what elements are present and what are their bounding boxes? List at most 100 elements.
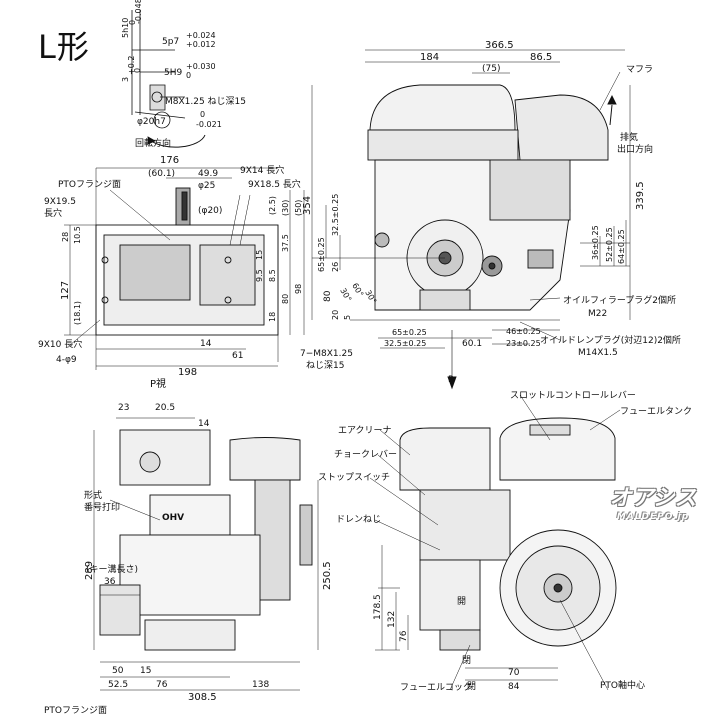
- pto-flange-label-bottom: PTOフランジ面: [44, 705, 107, 716]
- front-r-64: 64±0.25: [617, 229, 626, 264]
- v-30: (30): [281, 200, 290, 216]
- side-h-250-5: 250.5: [322, 561, 333, 590]
- right-h-132: 132: [387, 611, 397, 628]
- side-w-15: 15: [140, 666, 151, 676]
- keyway-h9-tol-bottom: 0: [186, 71, 191, 80]
- side-w-14: 14: [198, 419, 210, 429]
- bottom-60-1: 60.1: [462, 339, 482, 349]
- bolt-label: 7−M8X1.25: [300, 349, 353, 359]
- oil-drain-label: オイルドレンプラグ(対辺12)2個所: [540, 334, 681, 346]
- front-h-339-5: 339.5: [635, 181, 646, 210]
- v-18: 18: [268, 312, 277, 322]
- thread-label: M8X1.25 ねじ深15: [165, 96, 246, 107]
- ohv-mark: OHV: [162, 513, 184, 523]
- front-h-26: 26: [331, 262, 340, 272]
- side-view: [93, 417, 319, 691]
- drain-screw-label: ドレンねじ: [336, 514, 381, 525]
- hole-9x10: 9X10 長穴: [38, 338, 82, 350]
- muffler-label: マフラ: [626, 64, 653, 75]
- side-w-23: 23: [118, 403, 129, 413]
- keyway-h9: 5H9: [164, 68, 182, 78]
- right-w-84: 84: [508, 682, 520, 692]
- flange-61: 61: [232, 351, 243, 361]
- flange-view: [64, 167, 305, 370]
- brand-logo: オアシス MALDEPO.jp: [588, 480, 718, 522]
- model-plate-label-b: 番号打印: [84, 501, 120, 513]
- key-36: 36: [104, 577, 116, 587]
- hole-9x19-5: 9X19.5: [44, 197, 76, 207]
- offset-tol-bottom: 0: [133, 68, 142, 73]
- keyway-p7-tol-top: +0.024: [186, 31, 216, 40]
- side-view-labels: 23 20.5 14 形式 番号打印 (キー溝長さ) 36 289 250.5 …: [44, 403, 333, 716]
- v-18-1: (18.1): [73, 301, 82, 325]
- v-80: 80: [281, 294, 290, 304]
- shaft-dia-tol-top: 0: [200, 110, 205, 119]
- side-w-50: 50: [112, 666, 124, 676]
- brand-logo-jp: オアシス: [609, 486, 697, 511]
- stop-switch-label: ストップスイッチ: [318, 472, 390, 483]
- pto-flange-label-top: PTOフランジ面: [58, 179, 121, 190]
- fuel-cock-label: フューエルコック: [400, 682, 472, 693]
- hole-4phi9: 4-φ9: [56, 355, 77, 365]
- front-h-32-5: 32.5±0.25: [331, 194, 340, 236]
- right-h-76: 76: [399, 630, 409, 642]
- v-98: 98: [294, 284, 303, 294]
- right-h-178-5: 178.5: [373, 594, 383, 620]
- v-10-5: 10.5: [73, 226, 82, 244]
- angle-30-a: 30°: [338, 287, 353, 304]
- exhaust-label: 排気: [620, 131, 638, 143]
- side-h-289: 289: [84, 561, 95, 580]
- keyway-h9-tol-top: +0.030: [186, 62, 216, 71]
- key-depth-tol-bottom: -0.048: [134, 0, 143, 24]
- m14-label: M14X1.5: [578, 348, 618, 358]
- brand-logo-en: MALDEPO.jp: [616, 512, 690, 522]
- v-37-5: 37.5: [281, 234, 290, 252]
- closed-bottom-label: 閉: [467, 681, 476, 692]
- side-w-52-5: 52.5: [108, 680, 128, 690]
- side-w-308-5: 308.5: [188, 692, 217, 703]
- hole-9x18-5: 9X18.5 長穴: [248, 178, 301, 190]
- shaft-detail-labels: 5h10 0 -0.048 5p7 +0.024 +0.012 5H9 +0.0…: [121, 0, 246, 149]
- right-w-70: 70: [508, 668, 520, 678]
- offset-tol-top: +0.2: [127, 56, 136, 75]
- v-15: 15: [255, 250, 264, 260]
- right-view: [369, 394, 621, 691]
- shaft-dia-tol-bottom: -0.021: [196, 120, 222, 129]
- bottom-32-5: 32.5±0.25: [384, 339, 426, 348]
- phi20-label: (φ20): [198, 206, 222, 216]
- v-2-5: (2.5): [268, 196, 277, 215]
- front-view: [311, 49, 631, 390]
- keyway-p7-tol-bottom: +0.012: [186, 40, 216, 49]
- bolt-depth-label: ねじ深15: [306, 360, 344, 371]
- p-view-label: P視: [150, 377, 166, 390]
- throttle-lever-label: スロットルコントロールレバー: [510, 390, 636, 401]
- right-view-labels: スロットルコントロールレバー フューエルタンク エアクリーナ チョークレバー ス…: [318, 390, 692, 693]
- pto-center-label: PTO軸中心: [600, 679, 645, 691]
- offset-label: 3: [121, 77, 130, 82]
- front-width-86-5: 86.5: [530, 52, 552, 63]
- fuel-tank-label: フューエルタンク: [620, 406, 692, 417]
- flange-14: 14: [200, 339, 212, 349]
- air-cleaner-label: エアクリーナ: [338, 425, 392, 436]
- front-h-20: 20: [331, 310, 340, 320]
- front-h-5: 5: [343, 315, 352, 320]
- hole-9x19-5-b: 長穴: [44, 207, 62, 219]
- flange-phi25: φ25: [198, 181, 215, 191]
- m22-label: M22: [588, 309, 607, 319]
- side-w-76: 76: [156, 680, 168, 690]
- v-9-5: 9.5: [255, 269, 264, 282]
- flange-60-1: (60.1): [148, 169, 175, 179]
- closed-label: 閉: [462, 655, 471, 666]
- bottom-46: 46±0.25: [506, 327, 541, 336]
- front-h-80: 80: [323, 290, 333, 302]
- shaft-dia-label: φ20h7: [137, 117, 166, 127]
- shaft-detail: [131, 10, 206, 148]
- front-width-75: (75): [482, 64, 500, 74]
- v-50: (50): [294, 200, 303, 216]
- front-h-354: 354: [302, 196, 313, 215]
- bottom-65: 65±0.25: [392, 328, 427, 337]
- front-width-184: 184: [420, 52, 439, 63]
- hole-9x14: 9X14 長穴: [240, 164, 284, 176]
- open-label: 開: [457, 596, 466, 607]
